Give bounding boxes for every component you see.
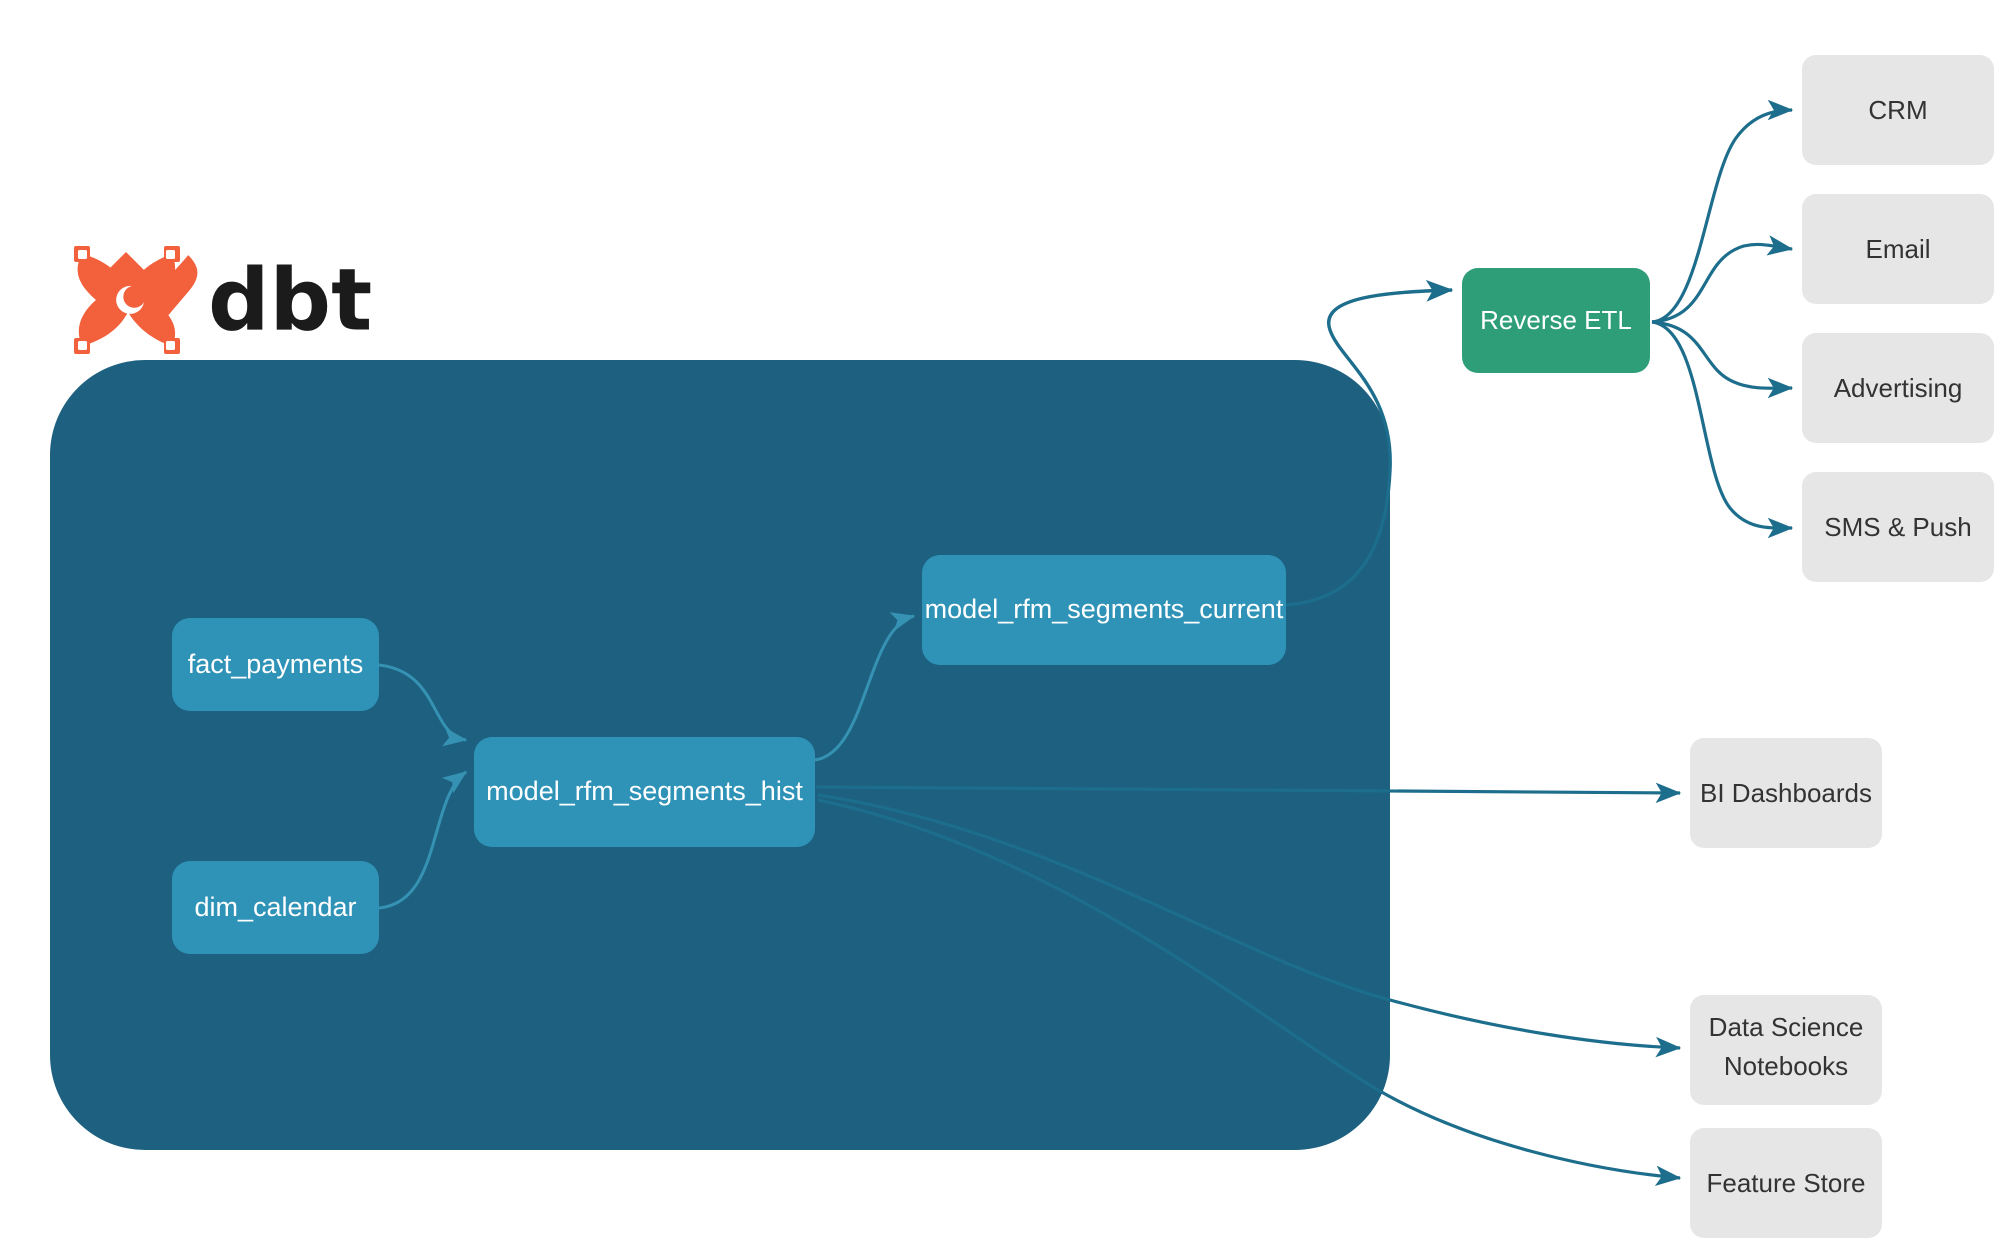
edge-dim-calendar-to-hist <box>378 770 467 910</box>
edge-reverse-etl-to-crm <box>1651 99 1794 324</box>
sink-box-email[interactable]: Email <box>1802 194 1994 304</box>
model-node-label: model_rfm_segments_hist <box>486 776 803 806</box>
sink-label: SMS & Push <box>1824 512 1971 542</box>
edge-hist-to-feature-store <box>817 798 1682 1187</box>
edge-fact-payments-to-hist <box>378 663 468 747</box>
model-node-dim-calendar[interactable]: dim_calendar <box>172 861 379 954</box>
sink-box-sms-push[interactable]: SMS & Push <box>1802 472 1994 582</box>
reverse-etl-label: Reverse ETL <box>1480 305 1632 335</box>
sink-box-advertising[interactable]: Advertising <box>1802 333 1994 443</box>
sink-box-data-science-notebooks[interactable]: Data Science Notebooks <box>1690 995 1882 1105</box>
model-node-rfm-segments-current[interactable]: model_rfm_segments_current <box>922 555 1286 665</box>
reverse-etl-node[interactable]: Reverse ETL <box>1462 268 1650 373</box>
model-node-label: fact_payments <box>188 649 364 679</box>
sink-label-line-1: Data Science <box>1709 1012 1864 1042</box>
sink-box-feature-store[interactable]: Feature Store <box>1690 1128 1882 1238</box>
sink-label: Advertising <box>1834 373 1963 403</box>
model-node-label: model_rfm_segments_current <box>925 594 1284 624</box>
sink-label: BI Dashboards <box>1700 778 1872 808</box>
edge-reverse-etl-to-sms-push <box>1651 320 1794 539</box>
edge-hist-to-current <box>814 612 916 762</box>
model-node-fact-payments[interactable]: fact_payments <box>172 618 379 711</box>
sink-label-line-2: Notebooks <box>1724 1051 1848 1081</box>
edge-reverse-etl-to-advertising <box>1651 320 1794 399</box>
edge-hist-to-data-science-notebooks <box>817 793 1682 1058</box>
edge-reverse-etl-to-email <box>1651 235 1794 324</box>
sink-label: Email <box>1865 234 1930 264</box>
model-node-label: dim_calendar <box>194 892 356 922</box>
edge-hist-to-bi-dashboards <box>815 782 1682 804</box>
dbt-wordmark: dbt <box>208 250 372 350</box>
sink-label: Feature Store <box>1707 1168 1866 1198</box>
model-node-rfm-segments-hist[interactable]: model_rfm_segments_hist <box>474 737 815 847</box>
sink-box-bi-dashboards[interactable]: BI Dashboards <box>1690 738 1882 848</box>
edge-current-to-reverse-etl <box>1285 279 1454 607</box>
dbt-logo-mark <box>74 246 198 354</box>
sink-box-crm[interactable]: CRM <box>1802 55 1994 165</box>
sink-label: CRM <box>1868 95 1927 125</box>
